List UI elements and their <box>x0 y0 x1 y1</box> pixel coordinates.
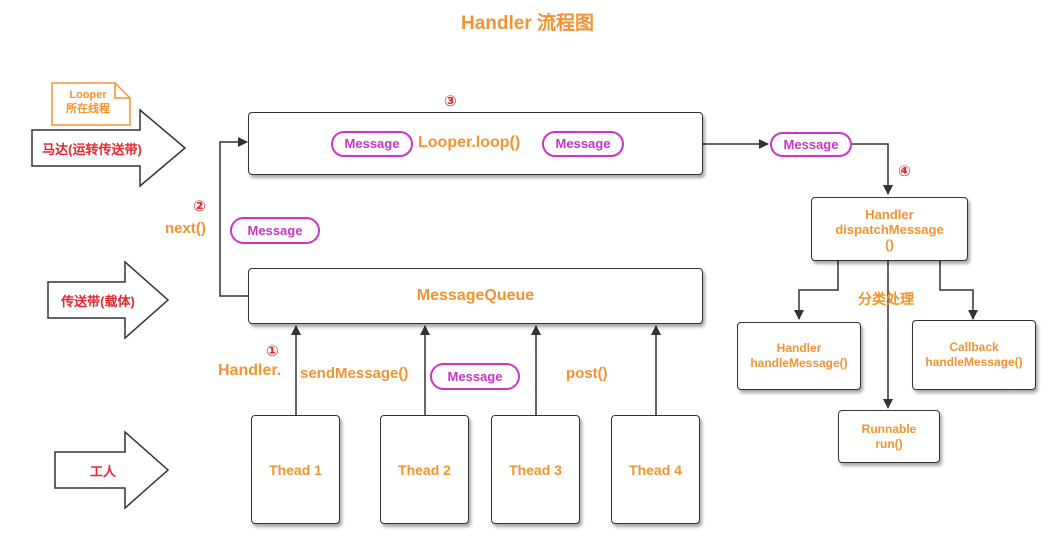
handle-message-line1: Handler <box>776 341 822 355</box>
dispatch-line1: Handler <box>865 206 914 222</box>
thread-box-3: Thead 3 <box>491 415 580 524</box>
looper-message-right: Message <box>542 131 624 157</box>
dispatch-line2: dispatchMessage <box>835 221 944 237</box>
looper-note: Looper 所在线程 <box>52 88 124 116</box>
dispatch-message-box: Handler dispatchMessage () <box>811 197 968 261</box>
send-message-badge: Message <box>430 363 520 390</box>
step3-number: ③ <box>444 93 457 110</box>
motor-arrow-shape <box>31 108 187 188</box>
runnable-box: Runnable run() <box>838 410 940 463</box>
callback-line1: Callback <box>949 340 999 354</box>
step1-number: ① <box>266 343 279 360</box>
thread-box-1: Thead 1 <box>251 415 340 524</box>
looper-loop-label: Looper.loop() <box>418 134 521 151</box>
step4-number: ④ <box>898 163 911 180</box>
thread-box-2: Thead 2 <box>380 415 469 524</box>
classify-label: 分类处理 <box>858 291 914 307</box>
worker-label: 工人 <box>89 463 116 479</box>
handler-label: Handler. <box>218 362 282 379</box>
worker-arrow-shape <box>54 430 170 510</box>
dispatch-connector <box>852 143 893 195</box>
callback-box: Callback handleMessage() <box>912 320 1036 390</box>
thread-label-3: Thead 3 <box>509 461 562 478</box>
post-label: post() <box>566 365 608 382</box>
next-connector <box>219 137 248 297</box>
looper-note-line2: 所在线程 <box>66 103 110 115</box>
thread-box-4: Thead 4 <box>611 415 700 524</box>
looper-message-left: Message <box>331 131 413 157</box>
thread-label-2: Thead 2 <box>398 461 451 478</box>
next-label: next() <box>165 220 206 237</box>
looper-note-shape <box>51 82 131 126</box>
belt-arrow-shape <box>47 260 170 340</box>
message-queue-label: MessageQueue <box>416 287 535 304</box>
step2-number: ② <box>193 198 206 215</box>
diagram-title: Handler 流程图 <box>460 13 595 34</box>
thread-label-1: Thead 1 <box>269 461 322 478</box>
runnable-line2: run() <box>875 436 903 451</box>
message-queue-box: MessageQueue <box>248 268 703 324</box>
send-message-label: sendMessage() <box>300 365 409 382</box>
outgoing-message: Message <box>770 132 852 157</box>
handle-message-line2: handleMessage() <box>750 356 848 370</box>
thread-label-4: Thead 4 <box>629 461 682 478</box>
looper-box <box>248 112 703 175</box>
motor-label: 马达(运转传送带) <box>42 141 142 157</box>
belt-label: 传送带(载体) <box>61 293 135 309</box>
looper-note-line1: Looper <box>69 89 107 101</box>
dispatch-line3: () <box>885 236 894 252</box>
handle-message-box: Handler handleMessage() <box>737 322 861 390</box>
next-message: Message <box>230 217 320 244</box>
callback-line2: handleMessage() <box>925 355 1023 369</box>
runnable-line1: Runnable <box>861 421 917 436</box>
